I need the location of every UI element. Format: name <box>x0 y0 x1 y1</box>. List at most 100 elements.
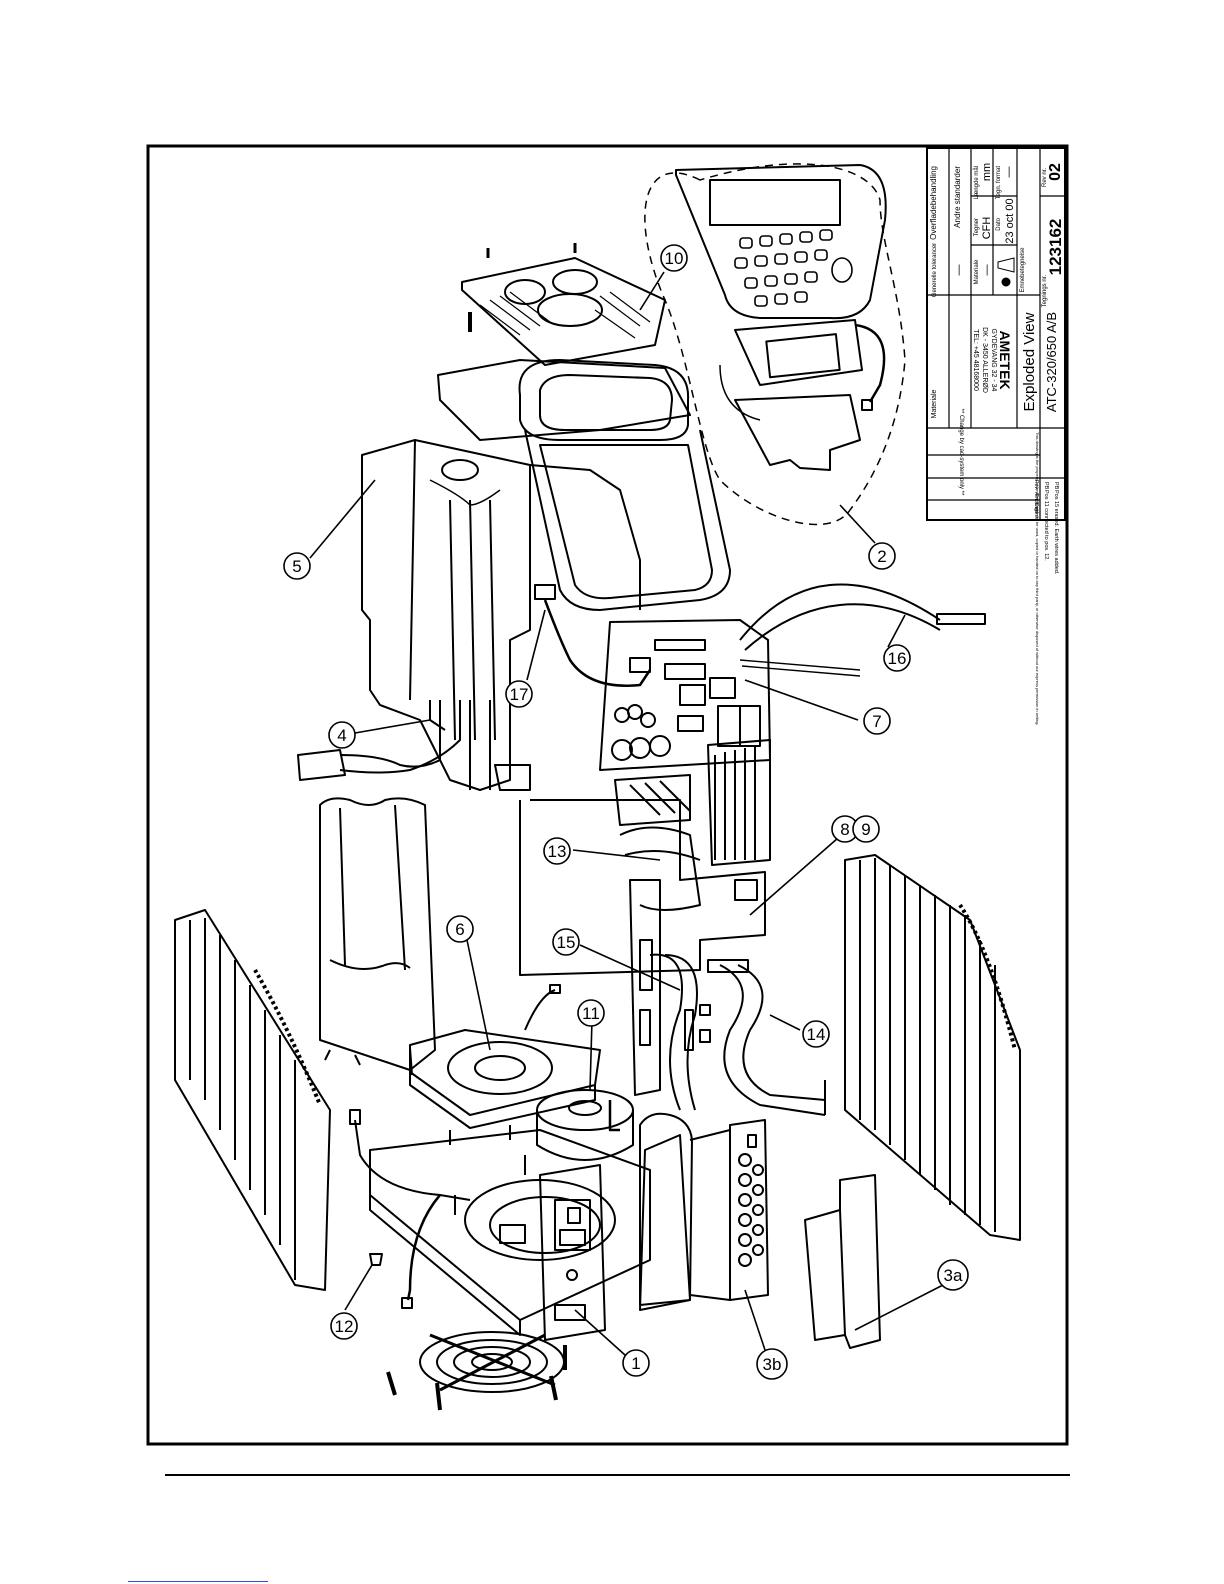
signal-cable <box>534 584 652 687</box>
rev-row-1-who: PB <box>1043 482 1049 490</box>
callout-6-label: 6 <box>455 920 464 939</box>
company-address-1: GYDEVANG 32 - 34 <box>990 329 997 392</box>
callout-13-label: 13 <box>548 842 567 861</box>
callout-10: 10 <box>660 244 688 272</box>
callout-2: 2 <box>868 542 896 570</box>
callout-7-label: 7 <box>872 712 881 731</box>
callout-15: 15 <box>552 928 580 956</box>
drawing-number-value: 123162 <box>1046 219 1065 276</box>
page-rule <box>165 1474 1070 1476</box>
rev-header-date: Dato <box>1033 503 1039 514</box>
drawing-border <box>146 144 1069 1446</box>
cooling-fan <box>409 984 601 1129</box>
callout-13: 13 <box>543 837 571 865</box>
model-designation: ATC-320/650 A/B <box>1044 312 1059 412</box>
power-inlet-panel <box>539 1164 606 1341</box>
company-logo: AMETEK <box>997 330 1013 389</box>
callout-17-label: 17 <box>510 685 529 704</box>
callout-4: 4 <box>328 721 356 749</box>
fan-grill <box>386 1331 567 1411</box>
callout-5-label: 5 <box>292 557 301 576</box>
chassis-frame <box>361 439 641 791</box>
callout-12-label: 12 <box>335 1317 354 1336</box>
callout-9: 9 <box>852 815 880 843</box>
callout-1: 1 <box>622 1349 650 1377</box>
unit-value: mm <box>981 163 993 181</box>
scale-label: Tegn. format <box>996 166 1002 200</box>
right-extrusion <box>844 854 1021 1241</box>
callout-8-label: 8 <box>840 820 849 839</box>
callout-15-label: 15 <box>557 933 576 952</box>
connector-panel <box>639 1119 769 1311</box>
rev-header-rev: Rev. <box>1033 480 1039 490</box>
callout-16-label: 16 <box>888 649 907 668</box>
material-value: — <box>981 265 993 276</box>
callout-11: 11 <box>577 999 605 1027</box>
rev-row-2-who: PB <box>1053 482 1059 490</box>
rev-row-2-change: Pos 15 erased. Earth wires added. <box>1053 490 1059 575</box>
callout-3a-label: 3a <box>944 1266 963 1285</box>
projection-symbol-icon <box>997 257 1015 287</box>
tolerance-value: — <box>953 265 965 276</box>
callout-7: 7 <box>863 707 891 735</box>
rubber-foot <box>369 1253 383 1266</box>
ribbon-cable-13 <box>619 826 701 911</box>
callout-4-label: 4 <box>337 726 346 745</box>
ribbon-cable-14 <box>719 964 826 1116</box>
company-address-2: DK - 3450 ALLERØD <box>981 327 988 393</box>
vent-plate <box>461 243 666 366</box>
date-label: Dato <box>996 217 1002 230</box>
date-value: 23 oct 00 <box>1004 198 1016 243</box>
scale-value: — <box>1003 167 1015 178</box>
rev-header-init: Init. <box>1033 512 1039 520</box>
callout-14-label: 14 <box>807 1025 826 1044</box>
heatsink-block <box>614 739 771 866</box>
callout-12: 12 <box>330 1312 358 1340</box>
drawing-title: Exploded View <box>1021 312 1038 411</box>
callout-1-label: 1 <box>631 1354 640 1373</box>
callout-17: 17 <box>505 680 533 708</box>
cable-loom <box>297 700 531 791</box>
rev-value: 02 <box>1047 163 1064 181</box>
callout-3b-label: 3b <box>763 1355 782 1374</box>
left-extrusion <box>174 909 331 1291</box>
callout-16: 16 <box>883 644 911 672</box>
company-address-3: TEL: +45 48168000 <box>972 329 979 391</box>
callout-14: 14 <box>802 1020 830 1048</box>
cad-change-note: ** Change by cad-system only ** <box>958 409 964 496</box>
center-extrusion <box>319 797 436 1076</box>
keypad-assembly-group <box>644 163 906 526</box>
tolerance-label: Generelle tolerancer <box>932 243 938 297</box>
standards-label: Andre standarder <box>953 166 962 228</box>
ribbon-cable-16 <box>739 583 986 677</box>
inner-extrusion <box>639 1112 693 1306</box>
ownership-notice: This drawing is the property of Ametek. … <box>1035 432 1040 725</box>
rev-row-1-change: Pos 11 connected to pos. 12. <box>1043 490 1049 561</box>
rev-header-change: Ændring <box>1033 492 1039 511</box>
material-header: Materiale <box>931 390 938 419</box>
callout-10-label: 10 <box>665 249 684 268</box>
callout-11-label: 11 <box>582 1004 600 1023</box>
callout-3b: 3b <box>756 1348 788 1380</box>
ribbon-cable-15 <box>649 953 698 1111</box>
callout-2-label: 2 <box>877 547 886 566</box>
side-plate <box>804 1174 881 1349</box>
drawing-no-label: Tegnings nr. <box>1042 275 1048 308</box>
surface-label: Overfladebehandling <box>929 166 938 240</box>
drawn-label: Tegner <box>974 218 980 236</box>
callout-6: 6 <box>446 915 474 943</box>
unit-label: Længde mål <box>973 166 980 199</box>
callout-3a: 3a <box>937 1259 969 1291</box>
top-cover <box>437 359 731 611</box>
callout-markers: 10 2 5 17 16 4 7 8 9 13 6 15 11 14 12 1 … <box>283 244 969 1380</box>
designation-label: Emnebetegnelse <box>1020 247 1026 293</box>
drawn-by-value: CFH <box>981 217 993 240</box>
callout-5: 5 <box>283 552 311 580</box>
material-label: Materiale <box>974 259 980 284</box>
title-block: Overfladebehandling Andre standarder Læn… <box>926 147 1066 725</box>
ground-cable <box>349 1109 471 1309</box>
power-pcb <box>519 799 766 1096</box>
callout-9-label: 9 <box>861 820 870 839</box>
main-pcb <box>599 619 771 771</box>
